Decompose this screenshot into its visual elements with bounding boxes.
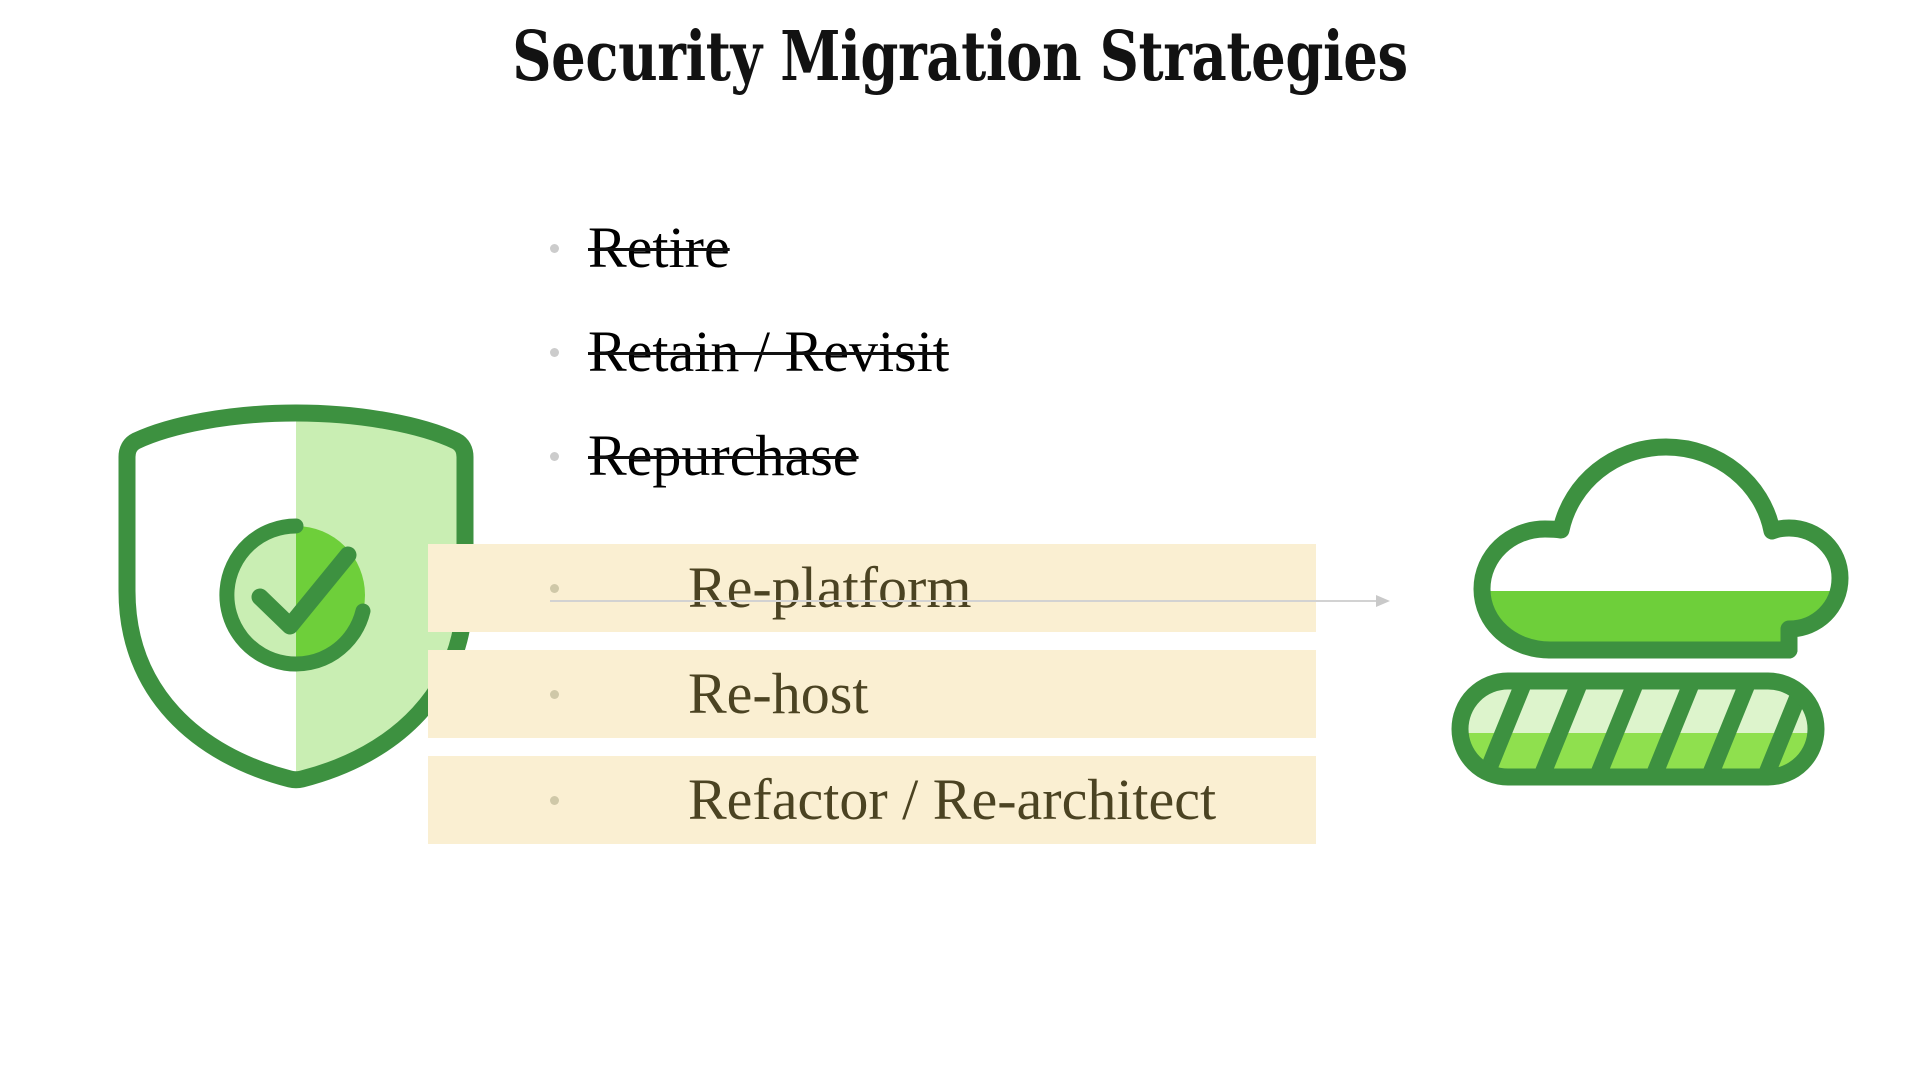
list-item-label: Retire (588, 215, 730, 280)
list-item[interactable]: Refactor / Re-architect (428, 756, 1316, 844)
bullet-dot-icon (550, 243, 559, 253)
bullet-dot-icon (550, 689, 559, 699)
arrow-shaft (550, 600, 1376, 602)
list-item-label: Re-host (688, 661, 869, 726)
list-item[interactable]: Retain / Revisit (528, 300, 1408, 404)
page-title: Security Migration Strategies (512, 17, 1408, 97)
arrow-head (1376, 595, 1390, 607)
list-item-label: Retain / Revisit (588, 319, 949, 384)
list-item[interactable]: Retire (528, 196, 1408, 300)
list-item-label: Refactor / Re-architect (688, 767, 1217, 832)
list-item-label: Repurchase (588, 423, 859, 488)
list-item-label: Re-platform (688, 555, 972, 620)
list-item[interactable]: Repurchase (528, 404, 1408, 508)
cloud-server-group (1438, 395, 1849, 795)
list-item[interactable]: Re-platform (428, 544, 1316, 632)
right-arrow-icon (550, 594, 1390, 608)
bullet-dot-icon (550, 451, 559, 461)
bullet-dot-icon (550, 583, 559, 593)
shield-check-icon (110, 395, 482, 795)
strategy-list: Retire Retain / Revisit Repurchase Re-pl… (428, 196, 1408, 862)
list-gap (528, 508, 1408, 544)
bullet-dot-icon (550, 795, 559, 805)
bullet-dot-icon (550, 347, 559, 357)
list-item[interactable]: Re-host (428, 650, 1316, 738)
